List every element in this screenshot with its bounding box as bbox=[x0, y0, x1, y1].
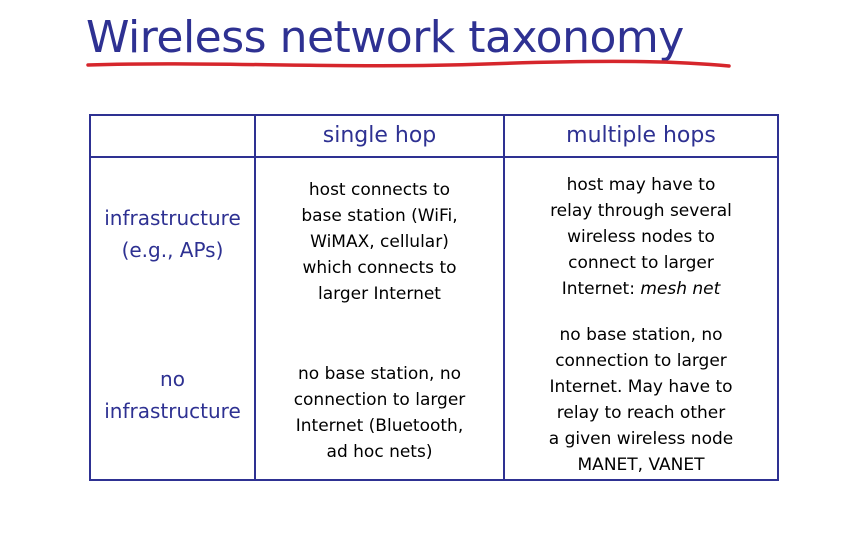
cell-no-infrastructure-single-hop: no base station, no connection to larger… bbox=[256, 361, 503, 465]
cell-line: WiMAX, cellular) bbox=[310, 232, 449, 252]
cell-line: Internet. May have to bbox=[549, 377, 733, 397]
cell-infrastructure-multiple-hops: host may have to relay through several w… bbox=[505, 172, 777, 302]
row-label-line: infrastructure bbox=[104, 399, 241, 423]
cell-line-text: Internet: bbox=[561, 279, 635, 299]
cell-line: Internet: mesh net bbox=[505, 276, 777, 302]
cell-no-infrastructure-multiple-hops: no base station, no connection to larger… bbox=[505, 322, 777, 478]
cell-line: wireless nodes to bbox=[567, 227, 715, 247]
row-label-no-infrastructure: no infrastructure bbox=[91, 363, 254, 427]
cell-line: no base station, no bbox=[559, 325, 723, 345]
cell-line: base station (WiFi, bbox=[301, 206, 458, 226]
header-single-hop: single hop bbox=[322, 123, 437, 148]
row-label-line: infrastructure bbox=[104, 206, 241, 230]
slide-title: Wireless network taxonomy bbox=[86, 12, 684, 63]
mesh-net-emphasis: mesh net bbox=[640, 279, 721, 299]
cell-infrastructure-single-hop: host connects to base station (WiFi, WiM… bbox=[256, 177, 503, 307]
cell-line: which connects to bbox=[302, 258, 457, 278]
taxonomy-table: single hop multiple hops infrastructure … bbox=[89, 114, 779, 481]
cell-line: MANET, VANET bbox=[577, 455, 705, 475]
table-divider-header bbox=[91, 156, 777, 158]
cell-line: connection to larger bbox=[293, 390, 466, 410]
cell-line: connect to larger bbox=[568, 253, 714, 273]
table-divider-col2 bbox=[503, 116, 505, 479]
cell-line: ad hoc nets) bbox=[326, 442, 433, 462]
row-label-infrastructure: infrastructure (e.g., APs) bbox=[91, 202, 254, 266]
cell-line: larger Internet bbox=[318, 284, 441, 304]
cell-line: host may have to bbox=[566, 175, 716, 195]
title-underline bbox=[86, 59, 731, 68]
row-label-line: no bbox=[160, 367, 185, 391]
cell-line: host connects to bbox=[308, 180, 451, 200]
cell-line: relay to reach other bbox=[556, 403, 726, 423]
row-label-line: (e.g., APs) bbox=[121, 238, 224, 262]
cell-line: a given wireless node bbox=[548, 429, 734, 449]
cell-line: relay through several bbox=[550, 201, 732, 221]
cell-line: Internet (Bluetooth, bbox=[295, 416, 464, 436]
table-divider-col1 bbox=[254, 116, 256, 479]
cell-line: connection to larger bbox=[555, 351, 727, 371]
cell-line: no base station, no bbox=[298, 364, 461, 384]
header-multiple-hops: multiple hops bbox=[566, 123, 716, 148]
